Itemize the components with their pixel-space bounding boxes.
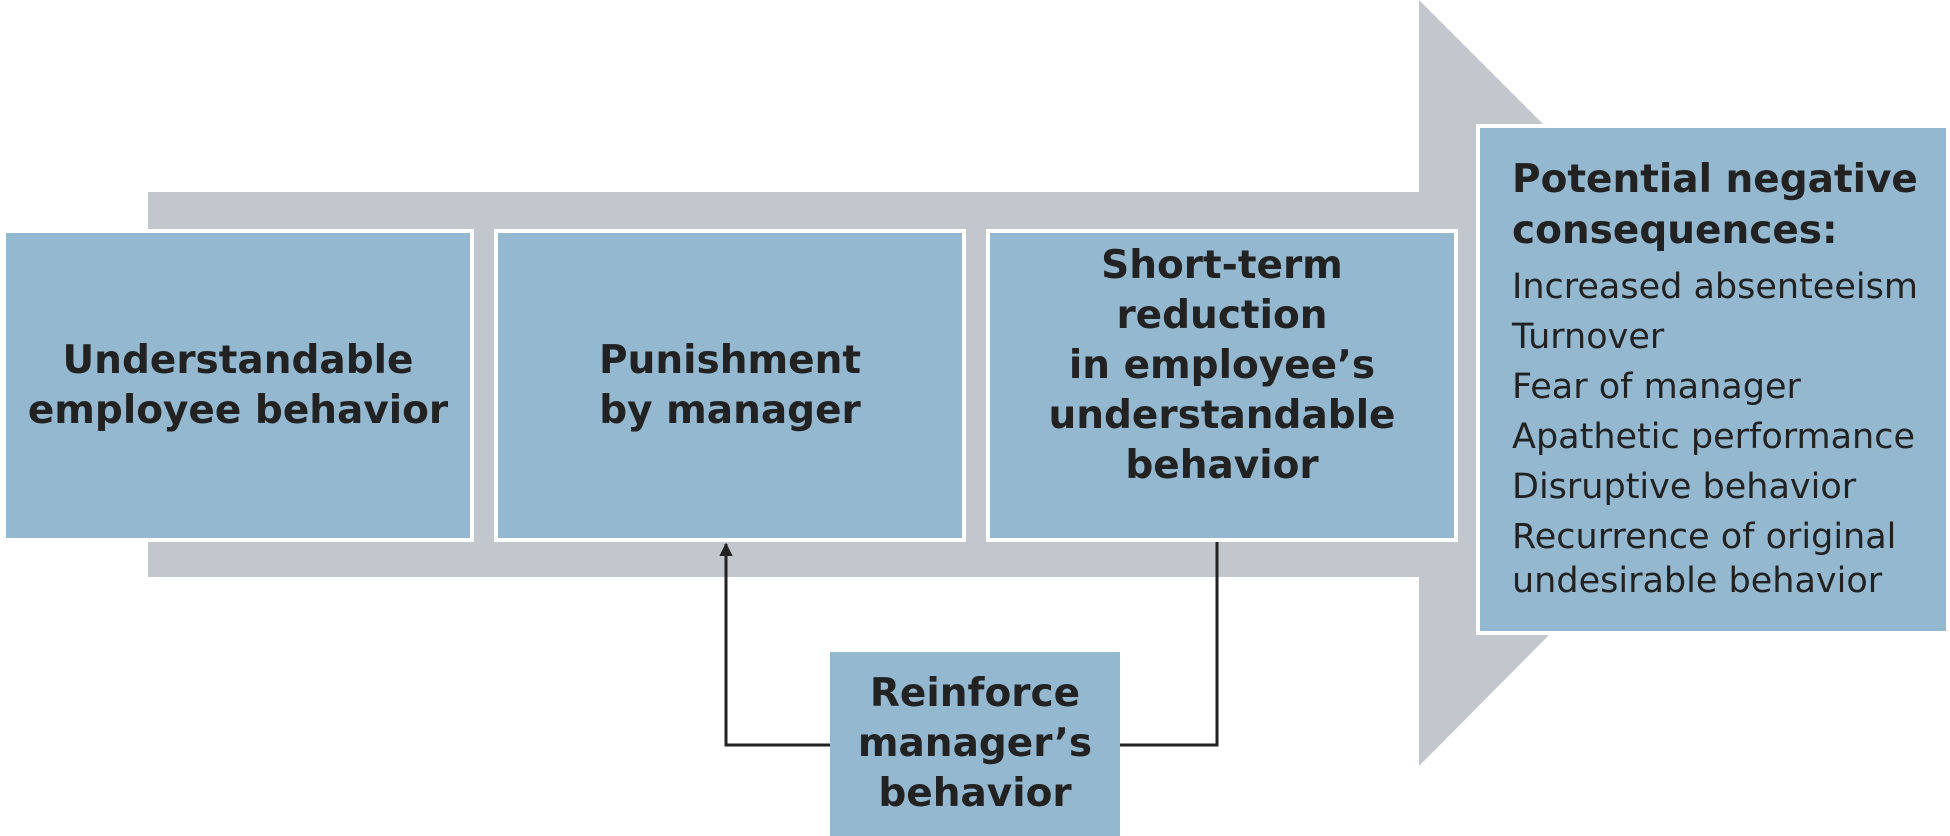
consequence-item: Disruptive behavior bbox=[1512, 467, 1857, 507]
consequences-box: Potential negative consequences: Increas… bbox=[1476, 124, 1950, 635]
step-label: Short-term reduction in employee’s under… bbox=[1048, 242, 1396, 488]
step-short-term-reduction: Short-term reduction in employee’s under… bbox=[986, 229, 1458, 542]
step-understandable-behavior: Understandable employee behavior bbox=[2, 229, 474, 542]
step-punishment-by-manager: Punishment by manager bbox=[494, 229, 966, 542]
consequence-item: Turnover bbox=[1512, 317, 1665, 357]
consequence-item: Increased absenteeism bbox=[1512, 267, 1918, 307]
feedback-connector-left bbox=[719, 542, 830, 747]
step-label: Punishment by manager bbox=[599, 337, 861, 433]
step-label: Understandable employee behavior bbox=[27, 337, 449, 433]
consequence-item: Apathetic performance bbox=[1512, 417, 1916, 457]
feedback-connector-right bbox=[1120, 542, 1219, 747]
consequence-item: Fear of manager bbox=[1512, 367, 1801, 407]
consequences-title: Potential negative consequences: bbox=[1512, 157, 1918, 253]
consequence-item: Recurrence of original undesirable behav… bbox=[1512, 517, 1897, 601]
consequences-list: Increased absenteeism Turnover Fear of m… bbox=[1512, 262, 1936, 603]
feedback-reinforce-box: Reinforce manager’s behavior bbox=[830, 652, 1120, 836]
feedback-label: Reinforce manager’s behavior bbox=[857, 671, 1093, 816]
